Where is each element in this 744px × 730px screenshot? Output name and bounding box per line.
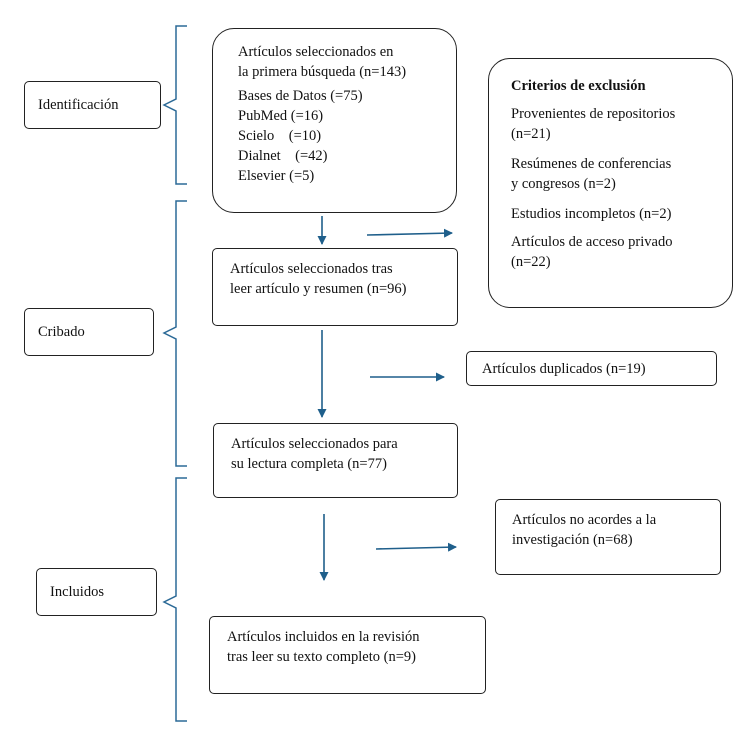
stage-included: Incluidos: [36, 568, 157, 616]
stage-screening: Cribado: [24, 308, 154, 356]
not-relevant-line: Artículos no acordes a la: [512, 512, 657, 528]
arrow-right-3: [375, 542, 457, 552]
first-search-line: Bases de Datos (=75): [238, 88, 363, 104]
stage-included-label: Incluidos: [50, 584, 104, 600]
first-search-line: Scielo (=10): [238, 128, 322, 144]
exclusion-criteria-box: Criterios de exclusión Provenientes de r…: [488, 58, 733, 308]
full-reading-box: Artículos seleccionados para su lectura …: [213, 423, 458, 498]
exclusion-criteria-item: Provenientes de repositorios: [511, 106, 676, 122]
exclusion-criteria-item: Estudios incompletos (n=2): [511, 206, 672, 222]
exclusion-criteria-item: y congresos (n=2): [511, 176, 616, 192]
final-included-line: tras leer su texto completo (n=9): [227, 649, 416, 665]
exclusion-criteria-item: (n=21): [511, 126, 551, 142]
after-abstract-line: leer artículo y resumen (n=96): [230, 281, 407, 297]
not-relevant-line: investigación (n=68): [512, 532, 633, 548]
full-reading-line: su lectura completa (n=77): [231, 456, 387, 472]
duplicates-box: Artículos duplicados (n=19): [466, 351, 717, 386]
exclusion-criteria-item: Resúmenes de conferencias: [511, 156, 672, 172]
exclusion-criteria-title: Criterios de exclusión: [511, 78, 646, 94]
final-included-box: Artículos incluidos en la revisión tras …: [209, 616, 486, 694]
exclusion-criteria-item: (n=22): [511, 254, 551, 270]
first-search-line: la primera búsqueda (n=143): [238, 64, 407, 80]
first-search-line: PubMed (=16): [238, 108, 324, 124]
stage-screening-label: Cribado: [38, 324, 85, 340]
first-search-box: Artículos seleccionados en la primera bú…: [212, 28, 457, 213]
exclusion-criteria-item: Artículos de acceso privado: [511, 234, 673, 250]
full-reading-line: Artículos seleccionados para: [231, 436, 398, 452]
screening-bracket: [162, 200, 187, 467]
identification-bracket: [162, 25, 187, 185]
after-abstract-line: Artículos seleccionados tras: [230, 261, 393, 277]
duplicates-label: Artículos duplicados (n=19): [482, 361, 646, 377]
stage-identification-label: Identificación: [38, 97, 119, 113]
final-included-line: Artículos incluidos en la revisión: [227, 629, 420, 645]
first-search-line: Artículos seleccionados en: [238, 44, 394, 60]
first-search-line: Elsevier (=5): [238, 168, 315, 184]
included-bracket: [162, 477, 187, 722]
arrow-right-1: [366, 228, 453, 238]
not-relevant-box: Artículos no acordes a la investigación …: [495, 499, 721, 575]
first-search-line: Dialnet (=42): [238, 148, 328, 164]
after-abstract-box: Artículos seleccionados tras leer artícu…: [212, 248, 458, 326]
stage-identification: Identificación: [24, 81, 161, 129]
